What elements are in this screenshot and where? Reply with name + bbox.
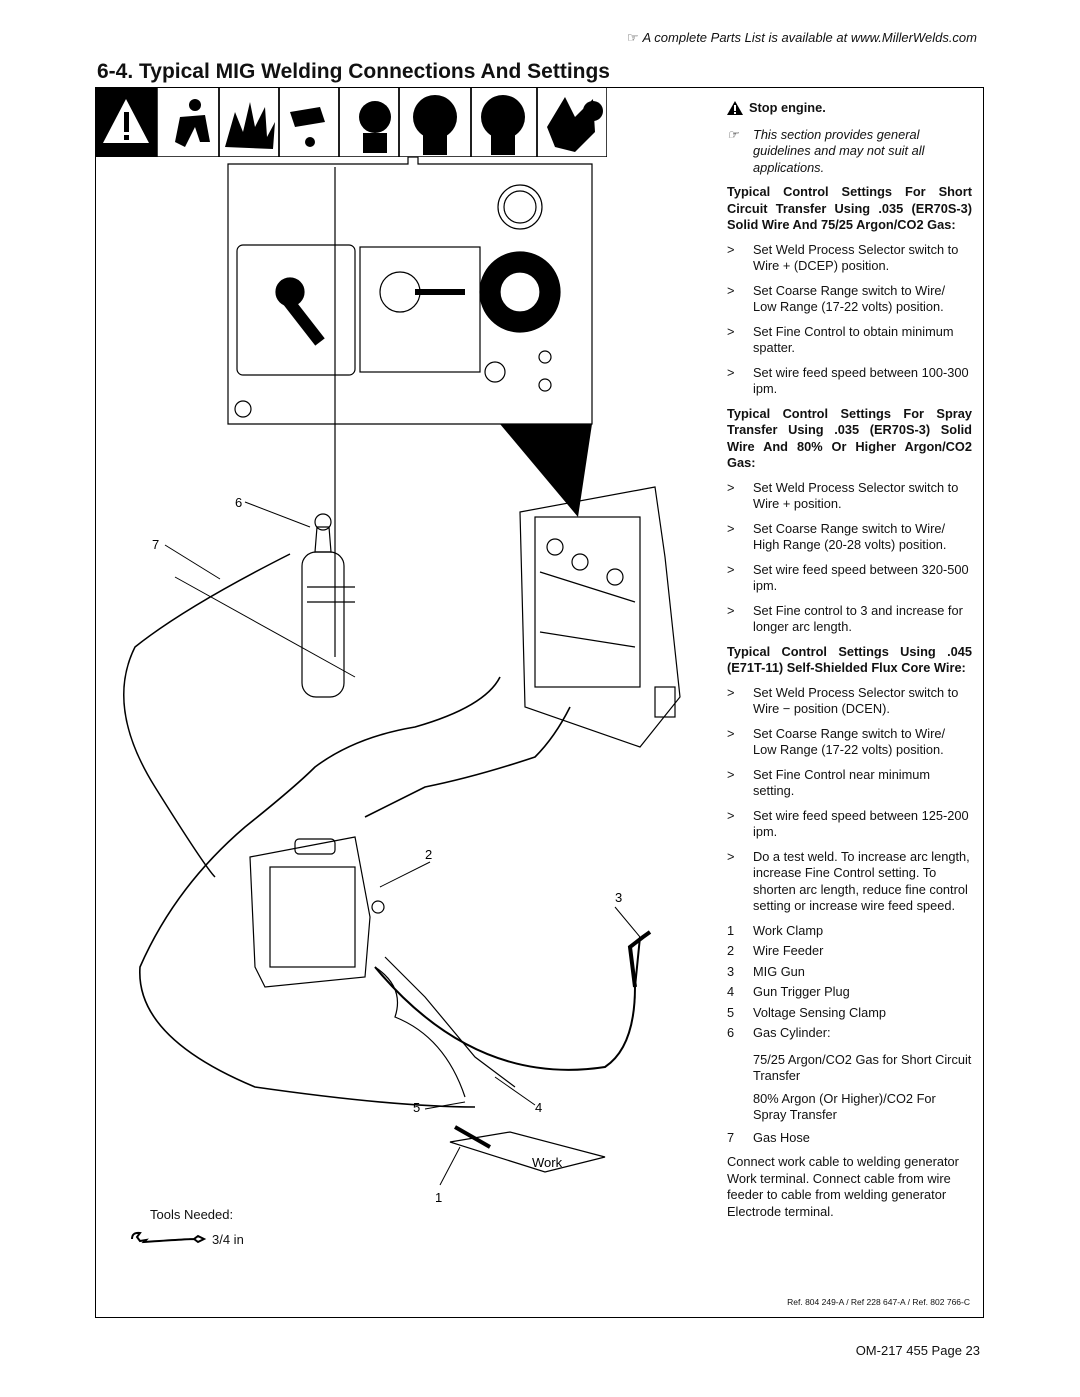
work-cable xyxy=(139,676,501,1108)
fumes-icon xyxy=(413,95,457,155)
stop-engine-row: Stop engine. xyxy=(727,100,972,117)
list-item: >Set wire feed speed between 320-500 ipm… xyxy=(727,561,969,594)
list-item: >Set Fine control to 3 and increase for … xyxy=(727,602,963,635)
list-item: >Set Fine Control near minimum setting. xyxy=(727,766,931,799)
list-item: >Set Weld Process Selector switch to Wir… xyxy=(727,479,959,512)
list-item: >Set wire feed speed between 100-300 ipm… xyxy=(727,364,969,397)
section-short-circuit-title: Typical Control Settings For Short Circu… xyxy=(727,184,972,232)
reference-numbers: Ref. 804 249-A / Ref 228 647-A / Ref. 80… xyxy=(787,1297,970,1307)
wrench-row: 3/4 in xyxy=(128,1230,244,1248)
callout-6: 6 xyxy=(235,495,242,510)
gas-mix-spray: 80% Argon (Or Higher)/CO2 For Spray Tran… xyxy=(753,1090,936,1123)
pointing-hand-icon: ☞ xyxy=(727,126,739,142)
stop-engine-text: Stop engine. xyxy=(749,100,826,115)
mig-gun-icon xyxy=(627,930,652,988)
work-label: Work xyxy=(532,1155,563,1170)
tools-needed-label: Tools Needed: xyxy=(150,1207,234,1222)
callout-2: 2 xyxy=(425,847,432,862)
electrode-cable xyxy=(364,706,571,818)
wrench-size: 3/4 in xyxy=(212,1231,244,1247)
general-note: ☞ This section provides general guidelin… xyxy=(727,126,925,175)
mig-gun-cable xyxy=(374,936,641,1071)
wire-feeder xyxy=(249,836,385,988)
electric-shock-icon xyxy=(175,99,210,147)
warning-icon xyxy=(727,101,743,116)
list-item: >Set wire feed speed between 125-200 ipm… xyxy=(727,807,969,840)
callout-1: 1 xyxy=(435,1190,442,1205)
page-title: 6-4. Typical MIG Welding Connections And… xyxy=(97,60,610,83)
voltage-sensing-lead xyxy=(374,966,466,1098)
floor-line xyxy=(174,576,356,678)
mig-connection-diagram: 6 7 2 3 5 4 1 Work xyxy=(123,156,681,1205)
callout-4: 4 xyxy=(535,1100,542,1115)
gas-cylinder xyxy=(301,167,355,698)
explosion-icon xyxy=(225,102,275,149)
parts-list-note: ☞A complete Parts List is available at w… xyxy=(627,30,977,46)
gas-hose xyxy=(123,553,291,878)
list-item: >Set Weld Process Selector switch to Wir… xyxy=(727,241,959,274)
gas-mix-short-circuit: 75/25 Argon/CO2 Gas for Short Circuit Tr… xyxy=(753,1051,972,1084)
parts-list-note-text: A complete Parts List is available at ww… xyxy=(642,30,977,45)
list-item: >Set Coarse Range switch to Wire/ Low Ra… xyxy=(727,725,946,758)
list-item: >Set Coarse Range switch to Wire/ Low Ra… xyxy=(727,282,946,315)
list-item: >Set Fine Control to obtain minimum spat… xyxy=(727,323,954,356)
welding-arc-icon xyxy=(290,107,325,147)
control-panel-closeup xyxy=(227,156,593,425)
callout-3: 3 xyxy=(615,890,622,905)
welder-helmet-icon xyxy=(359,101,391,153)
instructions-column: Stop engine. ☞ This section provides gen… xyxy=(727,100,972,1228)
list-item: >Set Coarse Range switch to Wire/ High R… xyxy=(727,520,947,553)
connection-note: Connect work cable to welding generator … xyxy=(727,1154,959,1219)
cylinder-icon xyxy=(481,95,525,155)
safety-warning-strip xyxy=(95,87,607,157)
work-clamp-icon xyxy=(454,1125,491,1149)
gun-trigger-lead xyxy=(384,956,516,1088)
section-spray-title: Typical Control Settings For Spray Trans… xyxy=(727,405,972,471)
wrench-icon xyxy=(131,1231,207,1244)
callout-5: 5 xyxy=(413,1100,420,1115)
noise-icon xyxy=(565,101,603,132)
list-item: >Do a test weld. To increase arc length,… xyxy=(727,848,970,914)
pointing-hand-icon: ☞ xyxy=(626,30,639,45)
work-piece xyxy=(449,1131,606,1173)
list-item: >Set Weld Process Selector switch to Wir… xyxy=(727,684,959,717)
welding-generator xyxy=(519,486,681,748)
callout-7: 7 xyxy=(152,537,159,552)
section-flux-core-title: Typical Control Settings Using .045 (E71… xyxy=(727,643,972,676)
closeup-pointer xyxy=(500,424,592,517)
page-number: OM-217 455 Page 23 xyxy=(855,1343,980,1358)
